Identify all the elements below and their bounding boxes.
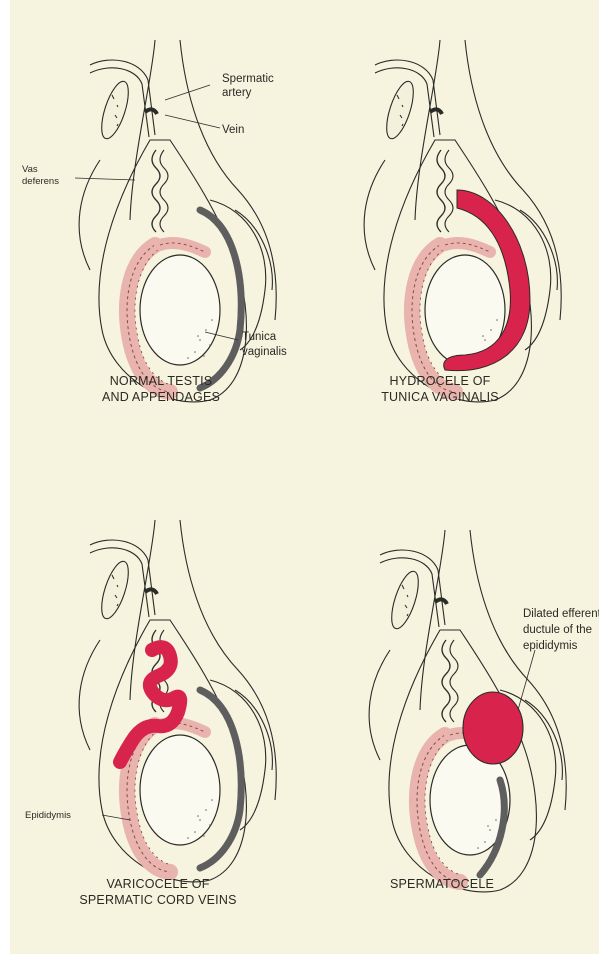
label-vas-deferens-1: Vas (22, 164, 38, 175)
caption-varicocele-2: SPERMATIC CORD VEINS (79, 893, 236, 907)
caption-normal-2: AND APPENDAGES (102, 390, 220, 404)
label-spermatic-artery-2: artery (222, 87, 252, 99)
caption-spermatocele: SPERMATOCELE (390, 877, 494, 891)
caption-normal-1: NORMAL TESTIS (110, 374, 213, 388)
label-dilated-ductule-3: epididymis (523, 640, 578, 652)
label-vein: Vein (222, 124, 244, 136)
label-dilated-ductule-2: ductule of the (523, 624, 592, 636)
spermatocele-cyst (463, 692, 523, 764)
left-edge-shadow (0, 0, 10, 954)
caption-varicocele-1: VARICOCELE OF (106, 877, 209, 891)
label-tunica-vaginalis-2: vaginalis (242, 346, 287, 358)
caption-hydrocele-1: HYDROCELE OF (389, 374, 490, 388)
label-dilated-ductule-1: Dilated efferent (523, 608, 599, 620)
label-tunica-vaginalis-1: Tunica (242, 331, 277, 343)
label-epididymis: Epididymis (25, 810, 71, 821)
label-vas-deferens-2: deferens (22, 176, 59, 187)
label-spermatic-artery-1: Spermatic (222, 73, 274, 85)
caption-hydrocele-2: TUNICA VAGINALIS (381, 390, 499, 404)
